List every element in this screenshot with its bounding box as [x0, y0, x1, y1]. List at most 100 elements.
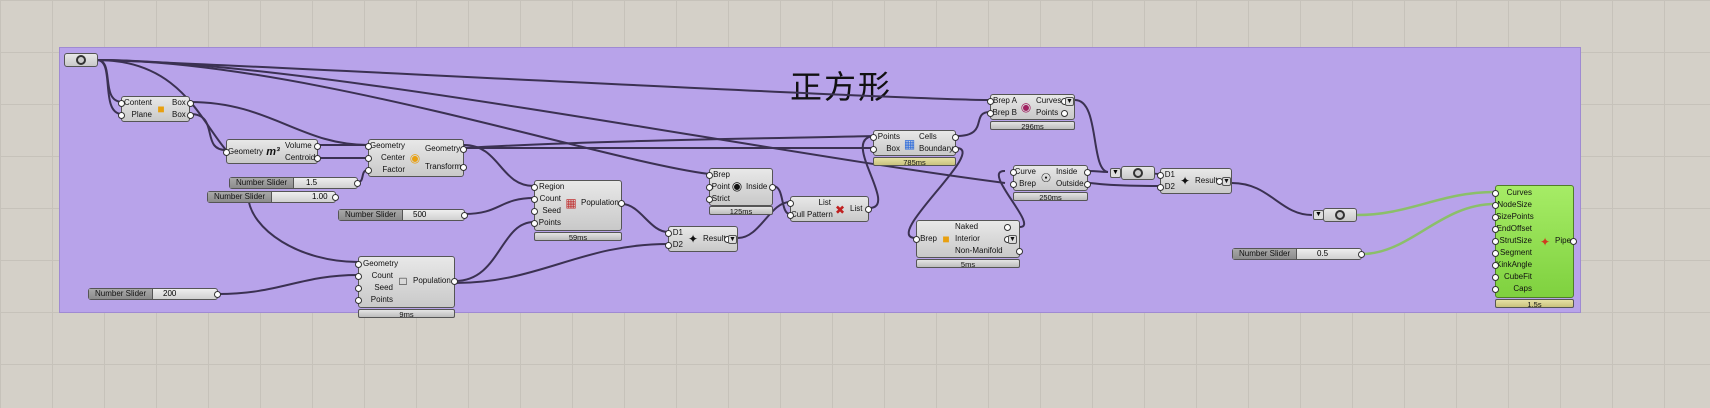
input-center[interactable]: Center: [365, 152, 405, 164]
input-node-size[interactable]: NodeSize: [1492, 200, 1532, 209]
point-in-brep-component[interactable]: Brep Point Strict ◉ Inside: [706, 168, 776, 206]
input-brep[interactable]: Brep: [706, 169, 730, 181]
output-interior[interactable]: Interior: [955, 233, 1011, 245]
slider-value[interactable]: 1.00: [312, 192, 328, 201]
number-slider-4[interactable]: Number Slider 200: [88, 288, 221, 300]
output-box-2[interactable]: Box: [172, 109, 194, 121]
output-curves[interactable]: Curves: [1036, 95, 1068, 107]
wire: [1231, 182, 1313, 216]
input-box[interactable]: Box: [870, 143, 900, 155]
input-geometry[interactable]: Geometry: [223, 147, 263, 156]
input-region[interactable]: Region: [531, 181, 565, 193]
input-brep[interactable]: Brep: [1010, 178, 1036, 190]
chevron-down-icon[interactable]: ▼: [1222, 177, 1231, 186]
output-inside[interactable]: Inside: [1056, 166, 1091, 178]
input-points[interactable]: Points: [531, 217, 561, 229]
output-population[interactable]: Population: [413, 275, 458, 287]
input-points[interactable]: Points: [870, 131, 900, 143]
param-hub[interactable]: [64, 53, 98, 67]
chevron-down-icon[interactable]: ▼: [1065, 97, 1074, 106]
pull-point-component-2[interactable]: D1 D2 ✦ Result ▼: [1157, 168, 1232, 194]
param-hub[interactable]: [1323, 208, 1357, 222]
slider-value[interactable]: 1.5: [306, 178, 318, 187]
input-brep-a[interactable]: Brep A: [987, 96, 1017, 105]
number-slider-5[interactable]: Number Slider 0.5: [1232, 248, 1365, 260]
output-result[interactable]: Result: [703, 234, 731, 243]
input-factor[interactable]: Factor: [365, 164, 405, 176]
chevron-down-icon[interactable]: ▼: [728, 235, 737, 244]
brep-brep-component[interactable]: Brep A Brep B ◉ Curves Points ▼: [987, 94, 1075, 120]
input-size-points[interactable]: SizePoints: [1492, 212, 1534, 221]
input-caps[interactable]: Caps: [1492, 283, 1532, 295]
pull-point-component[interactable]: D1 D2 ✦ Result ▼: [665, 226, 738, 252]
input-geometry[interactable]: Geometry: [355, 258, 398, 270]
volume-component[interactable]: Geometry m³ Volume Centroid: [223, 139, 321, 164]
scale-component[interactable]: Geometry Center Factor ◉ Geometry Transf…: [365, 139, 467, 177]
wire: [463, 144, 535, 187]
point-containment-component[interactable]: Curve Brep ☉ Inside Outside: [1010, 165, 1091, 191]
input-curves[interactable]: Curves: [1492, 187, 1532, 199]
input-kink-angle[interactable]: KinkAngle: [1492, 260, 1533, 269]
slider-value[interactable]: 500: [413, 210, 427, 219]
input-cube-fit[interactable]: CubeFit: [1492, 271, 1532, 283]
populate-3d-component[interactable]: Region Count Seed Points ▦ Population: [531, 180, 625, 231]
input-list[interactable]: List: [787, 197, 831, 209]
output-outside[interactable]: Outside: [1056, 178, 1091, 190]
output-pipe[interactable]: Pipe: [1555, 236, 1577, 245]
input-d2[interactable]: D2: [665, 239, 683, 251]
input-d2[interactable]: D2: [1157, 181, 1175, 193]
input-plane[interactable]: Plane: [118, 109, 152, 121]
pipe-component[interactable]: Curves NodeSize SizePoints EndOffset Str…: [1492, 185, 1577, 298]
input-d1[interactable]: D1: [665, 227, 683, 239]
input-d1[interactable]: D1: [1157, 169, 1175, 181]
output-naked[interactable]: Naked: [955, 221, 1011, 233]
output-cells[interactable]: Cells: [919, 131, 959, 143]
output-geometry[interactable]: Geometry: [425, 143, 467, 155]
output-inside[interactable]: Inside: [746, 181, 776, 193]
output-transform[interactable]: Transform: [425, 162, 467, 171]
slider-label: Number Slider: [89, 289, 154, 299]
output-boundary[interactable]: Boundary: [919, 144, 959, 153]
input-strut-size[interactable]: StrutSize: [1492, 235, 1532, 247]
input-brep[interactable]: Brep: [913, 233, 937, 245]
cull-pattern-component[interactable]: List Cull Pattern ✖ List: [787, 196, 872, 222]
slider-value[interactable]: 0.5: [1317, 249, 1329, 258]
output-non-manifold[interactable]: Non-Manifold: [955, 245, 1023, 257]
input-content[interactable]: Content: [118, 98, 152, 107]
input-point[interactable]: Point: [706, 182, 730, 191]
input-seed[interactable]: Seed: [355, 282, 393, 294]
input-curve[interactable]: Curve: [1010, 167, 1036, 176]
input-strict[interactable]: Strict: [706, 194, 730, 203]
param-hub[interactable]: [1121, 166, 1155, 180]
output-centroid[interactable]: Centroid: [285, 153, 321, 162]
number-slider-2[interactable]: Number Slider 1.00: [207, 191, 339, 203]
input-seed[interactable]: Seed: [531, 205, 561, 217]
input-geometry[interactable]: Geometry: [365, 141, 405, 150]
input-count[interactable]: Count: [531, 193, 561, 205]
input-end-offset[interactable]: EndOffset: [1492, 224, 1532, 233]
populate-2d-component[interactable]: Geometry Count Seed Points □ Population: [355, 256, 458, 308]
wire: [189, 113, 227, 151]
chevron-down-icon[interactable]: ▼: [1110, 168, 1121, 178]
output-volume[interactable]: Volume: [285, 140, 321, 152]
input-segment[interactable]: Segment: [1492, 247, 1532, 259]
output-list[interactable]: List: [850, 203, 872, 215]
input-count[interactable]: Count: [355, 270, 393, 282]
output-points[interactable]: Points: [1036, 107, 1068, 119]
output-box[interactable]: Box: [172, 97, 194, 109]
wire: [464, 197, 535, 215]
slider-value[interactable]: 200: [163, 289, 177, 298]
wire: [454, 243, 669, 284]
input-brep-b[interactable]: Brep B: [987, 108, 1017, 117]
brep-edges-component[interactable]: Brep ■ Naked Interior Non-Manifold ▼: [913, 220, 1023, 258]
input-points[interactable]: Points: [355, 294, 393, 306]
chevron-down-icon[interactable]: ▼: [1008, 235, 1017, 244]
number-slider-3[interactable]: Number Slider 500: [338, 209, 468, 221]
output-result[interactable]: Result: [1195, 176, 1223, 185]
intersect-icon: ◉: [1020, 100, 1032, 114]
box-component[interactable]: Content Plane ■ Box Box: [118, 96, 194, 122]
input-cull-pattern[interactable]: Cull Pattern: [787, 210, 833, 219]
number-slider-1[interactable]: Number Slider 1.5: [229, 177, 361, 189]
output-population[interactable]: Population: [581, 197, 625, 209]
voronoi-component[interactable]: Points Box ▦ Cells Boundary: [870, 130, 959, 156]
